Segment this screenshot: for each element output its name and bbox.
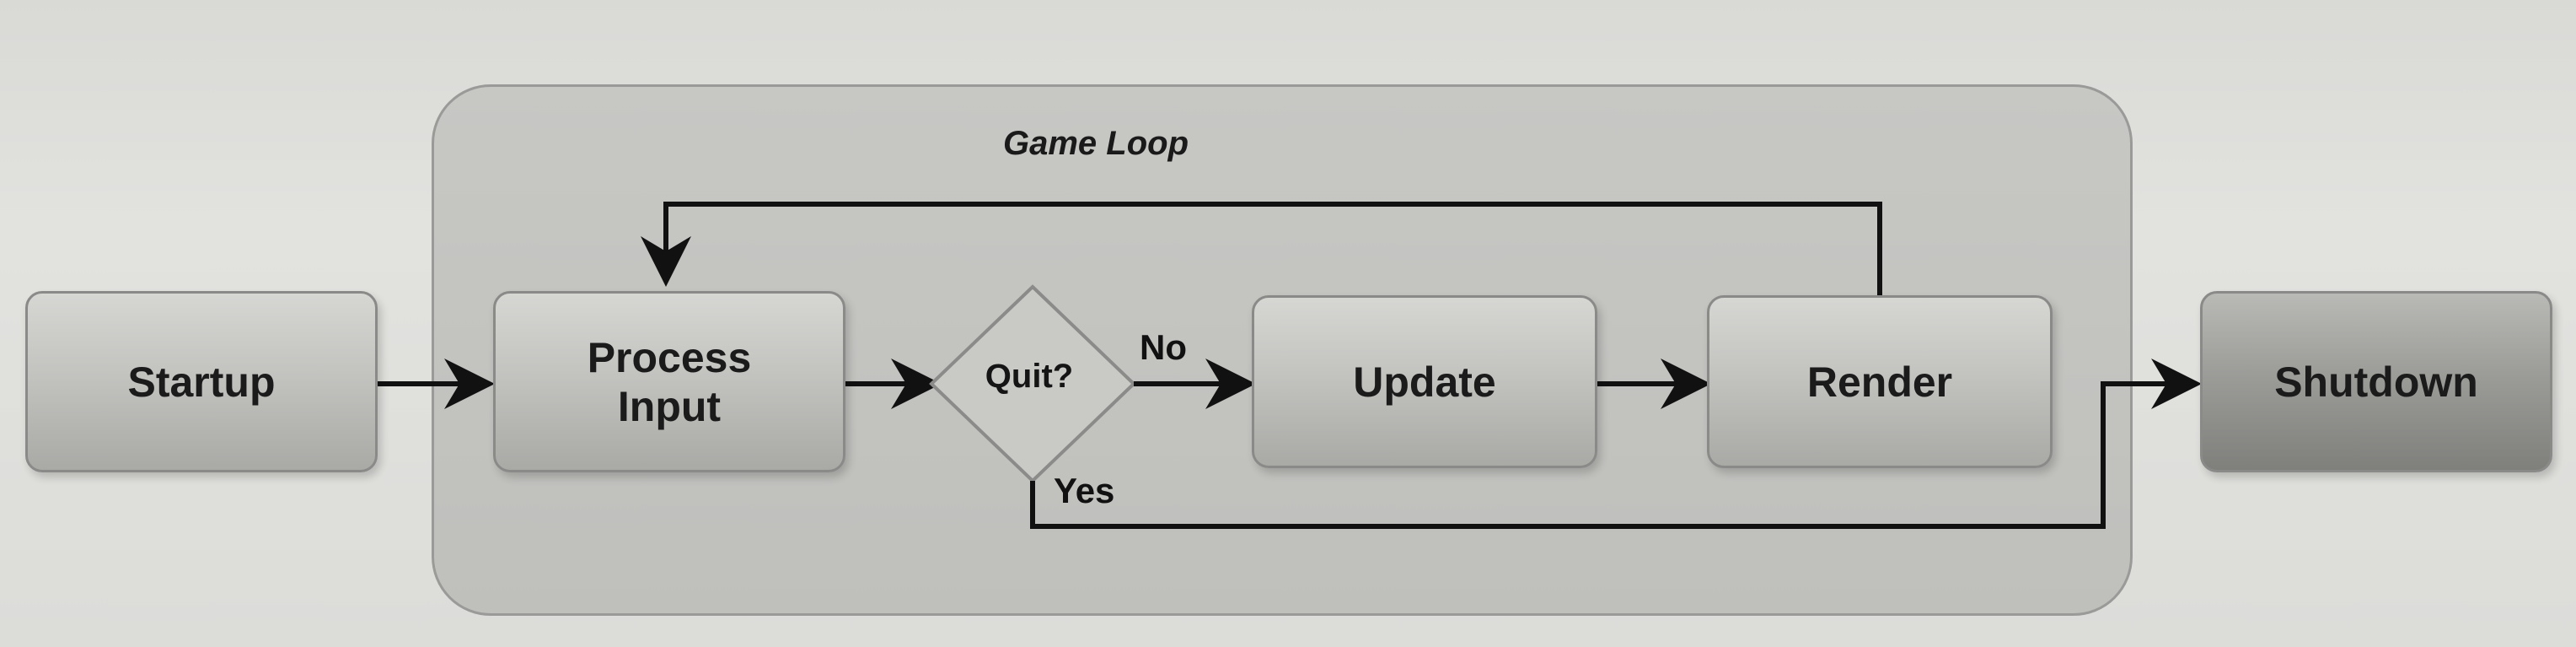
arrow-render-to-process-input (641, 202, 1882, 295)
quit-label: Quit? (985, 358, 1074, 395)
startup-node: Startup (25, 291, 378, 472)
game-loop-title: Game Loop (1002, 125, 1189, 162)
process-input-node: Process Input (493, 291, 845, 472)
no-edge-label: No (1140, 327, 1187, 367)
arrow-quit-to-shutdown (1030, 359, 2202, 529)
update-node: Update (1252, 295, 1597, 468)
shutdown-node: Shutdown (2200, 291, 2552, 472)
yes-edge-label: Yes (1054, 471, 1115, 510)
render-node: Render (1707, 295, 2053, 468)
